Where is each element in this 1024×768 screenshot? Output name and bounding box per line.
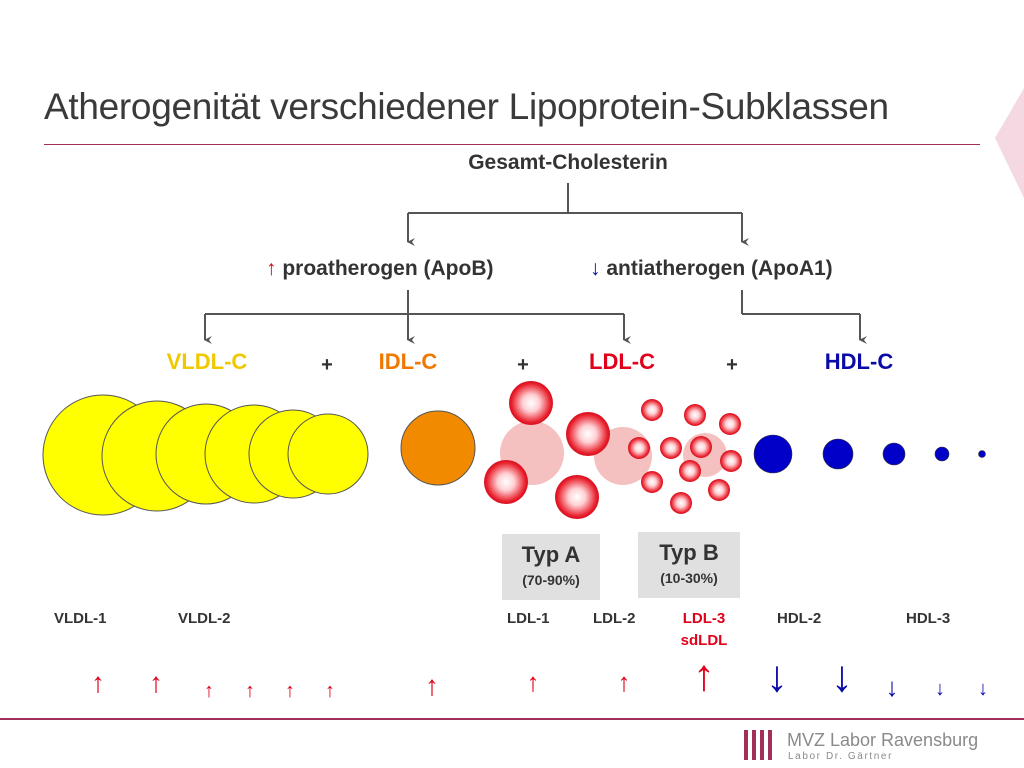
pro-branch-label: ↑ proatherogen (ApoB) bbox=[266, 257, 494, 281]
ldl-1-particle bbox=[555, 475, 599, 519]
ldl-3-particle bbox=[641, 399, 663, 421]
logo-name: MVZ Labor Ravensburg bbox=[787, 730, 979, 750]
typ-a-box: Typ A (70-90%) bbox=[502, 534, 600, 600]
subclass-label-ldl-2: LDL-2 bbox=[593, 610, 636, 627]
ldl-3-particle bbox=[719, 413, 741, 435]
connector-lines bbox=[204, 183, 867, 344]
page-title: Atherogenität verschiedener Lipoprotein-… bbox=[44, 86, 889, 127]
ldl-3-particle bbox=[660, 437, 682, 459]
ldl-3-particle bbox=[628, 437, 650, 459]
hdl-particle bbox=[934, 446, 950, 462]
hdl-particle bbox=[978, 450, 986, 458]
typ-b-name: Typ B bbox=[659, 540, 719, 565]
plus-sign: + bbox=[517, 354, 529, 376]
hdl-particle bbox=[822, 438, 854, 470]
subclass-label-vldl-1: VLDL-1 bbox=[54, 610, 107, 627]
vldl-particles bbox=[42, 394, 369, 516]
anti-branch-text: antiatherogen (ApoA1) bbox=[606, 257, 833, 280]
ldl-3-particle bbox=[690, 436, 712, 458]
subclass-label-ldl-3: LDL-3 bbox=[682, 610, 726, 627]
ldl-3-particle bbox=[720, 450, 742, 472]
subclass-label-hdl-2: HDL-2 bbox=[777, 610, 822, 627]
title-divider bbox=[44, 144, 980, 145]
ldl-c-label: LDL-C bbox=[589, 349, 655, 374]
down-arrow-icon: ↓ bbox=[590, 257, 601, 280]
logo-subtitle: Labor Dr. Gärtner bbox=[788, 751, 894, 762]
plus-sign: + bbox=[726, 354, 738, 376]
subclass-label-hdl-3: HDL-3 bbox=[906, 610, 951, 627]
ldl-3-particles bbox=[628, 399, 742, 514]
hdl-particle bbox=[753, 434, 793, 474]
anti-branch-label: ↓ antiatherogen (ApoA1) bbox=[590, 257, 833, 281]
typ-b-box: Typ B (10-30%) bbox=[638, 532, 740, 598]
hdl-particles bbox=[753, 434, 986, 474]
logo-bars-icon bbox=[744, 730, 772, 760]
corner-chevron-shape bbox=[995, 88, 1024, 198]
ldl-3-particle bbox=[641, 471, 663, 493]
root-label: Gesamt-Cholesterin bbox=[468, 151, 668, 174]
subclass-label-sdldl: sdLDL bbox=[680, 632, 728, 649]
diagram-canvas bbox=[42, 183, 986, 519]
hdl-c-label: HDL-C bbox=[824, 349, 894, 374]
vldl-c-label: VLDL-C bbox=[166, 349, 248, 374]
typ-b-percent: (10-30%) bbox=[660, 570, 718, 586]
ldl-3-particle bbox=[670, 492, 692, 514]
ldl-3-particle bbox=[708, 479, 730, 501]
ldl-3-particle bbox=[679, 460, 701, 482]
ldl-3-particle bbox=[684, 404, 706, 426]
hdl-particle bbox=[882, 442, 906, 466]
subclass-label-ldl-1: LDL-1 bbox=[507, 610, 550, 627]
ldl-1-particle bbox=[566, 412, 610, 456]
typ-a-name: Typ A bbox=[521, 542, 581, 567]
idl-c-label: IDL-C bbox=[378, 349, 438, 374]
plus-sign: + bbox=[321, 354, 333, 376]
ldl-1-particles bbox=[484, 381, 610, 519]
idl-particle bbox=[400, 410, 476, 486]
vldl-particle bbox=[287, 413, 369, 495]
typ-a-percent: (70-90%) bbox=[522, 572, 580, 588]
ldl-1-particle bbox=[484, 460, 528, 504]
subclass-label-vldl-2: VLDL-2 bbox=[178, 610, 231, 627]
pro-branch-text: proatherogen (ApoB) bbox=[282, 257, 494, 280]
up-arrow-icon: ↑ bbox=[266, 257, 277, 280]
footer-divider bbox=[0, 718, 1024, 720]
ldl-1-particle bbox=[509, 381, 553, 425]
